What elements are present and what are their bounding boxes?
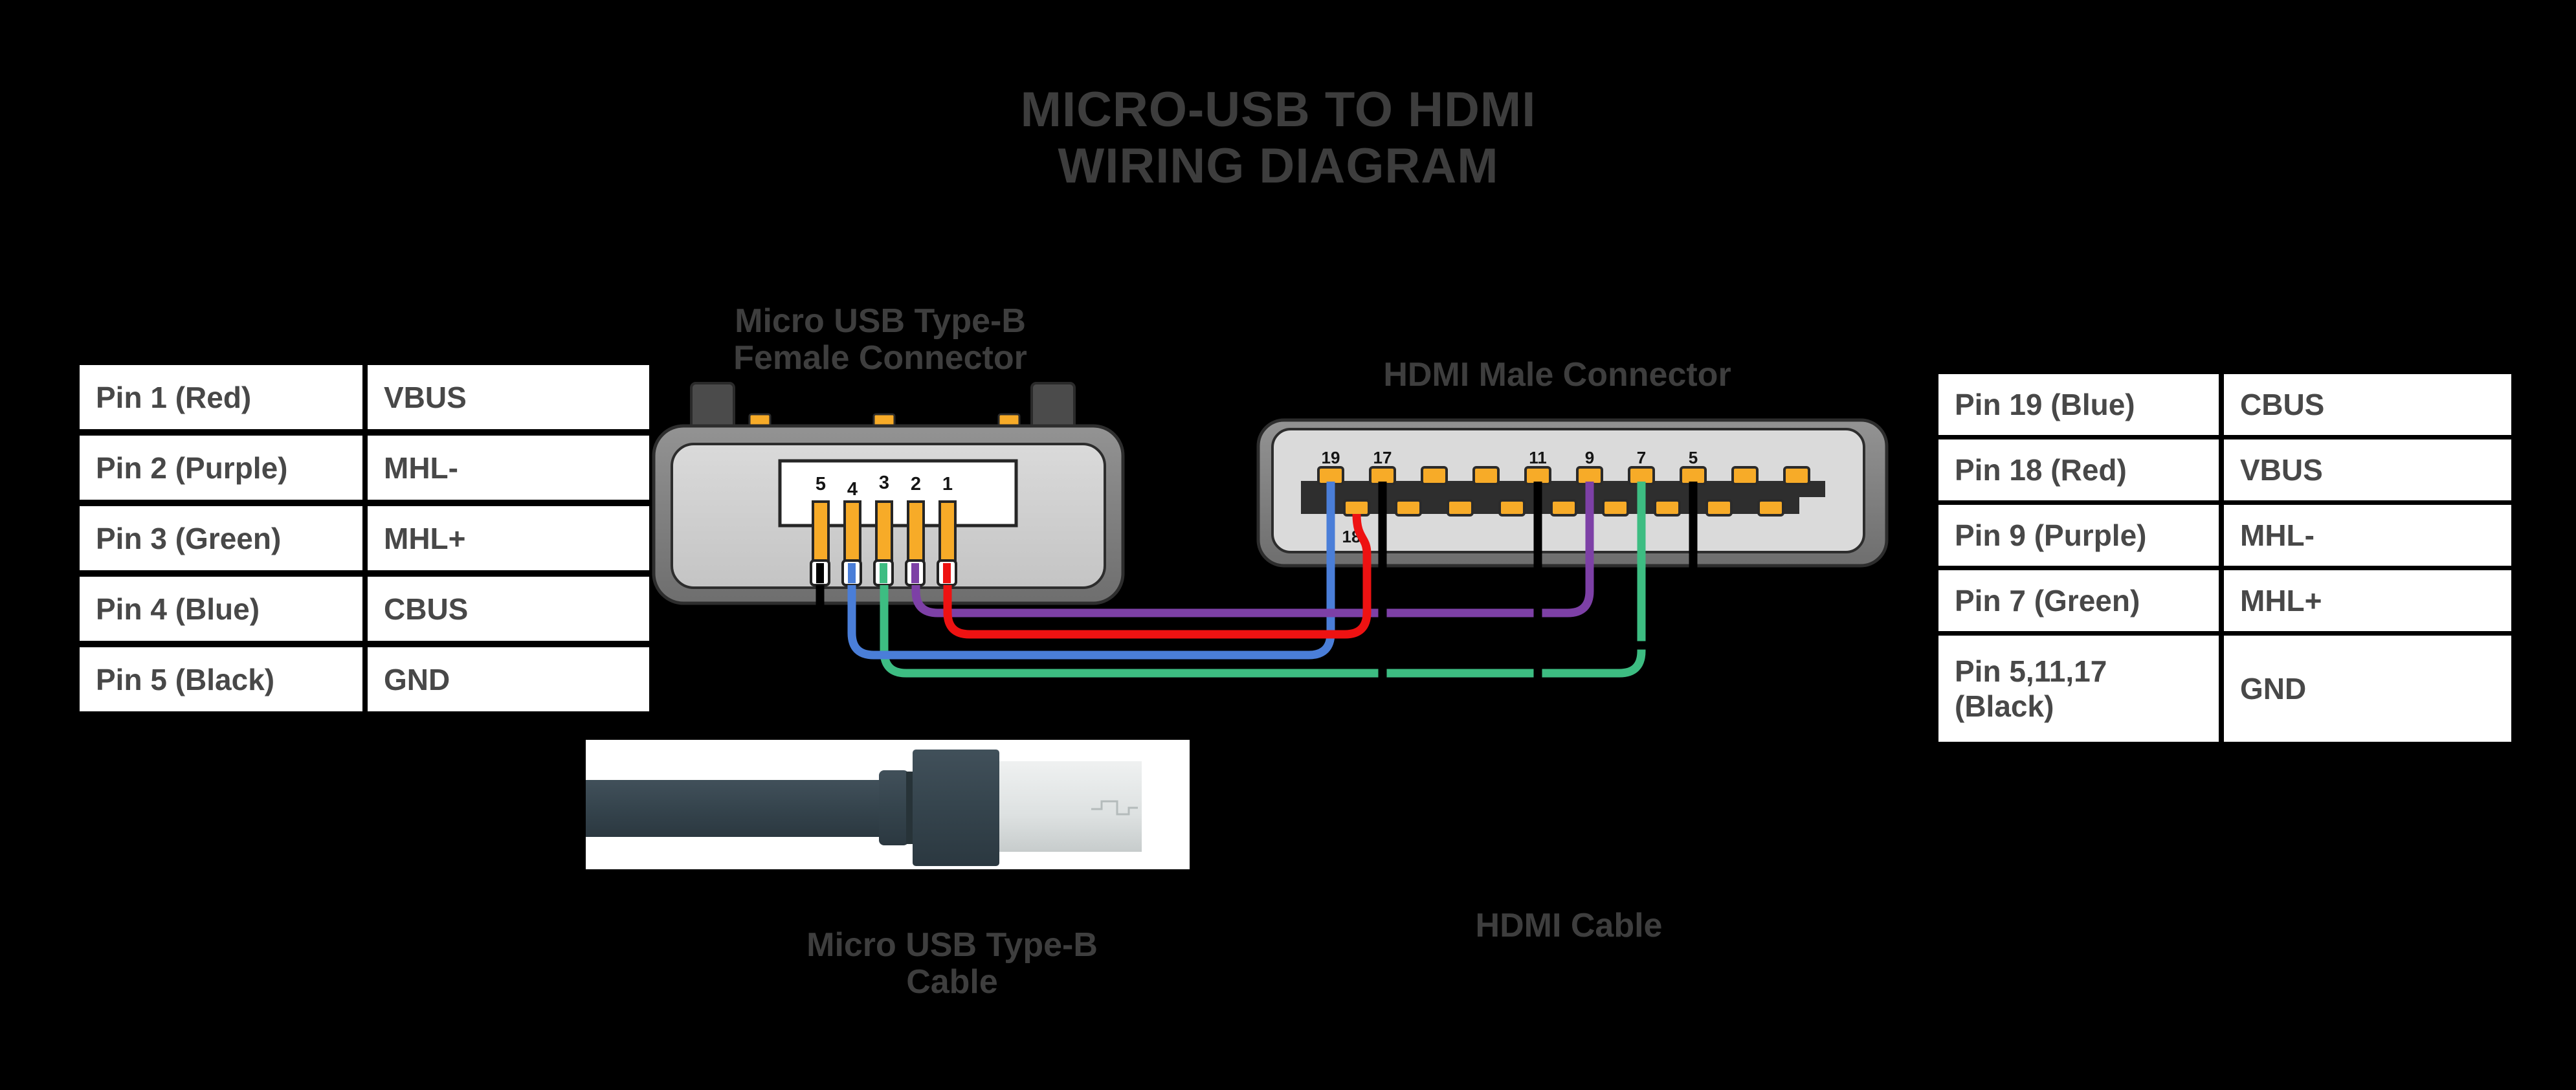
hdmi-connector-label-text: HDMI Male Connector [1383, 356, 1731, 394]
table-row: Pin 19 (Blue) CBUS [1938, 374, 2511, 435]
micro-usb-connector: 5 4 3 2 1 [652, 382, 1125, 605]
hdmi-bottom-pin-18 [1343, 499, 1370, 517]
hdmi-cable-label: HDMI Cable [1310, 907, 1828, 944]
table-row: Pin 5,11,17 (Black) GND [1938, 636, 2511, 742]
page-title-line2: WIRING DIAGRAM [1058, 139, 1499, 194]
micro-cable-label-line1: Micro USB Type-B [806, 926, 1098, 964]
hdmi-top-pin-13 [1472, 466, 1500, 485]
micro-pin-number-3: 3 [879, 473, 889, 493]
page-title: MICRO-USB TO HDMI WIRING DIAGRAM [890, 82, 1667, 194]
micro-pin-3 [875, 500, 893, 562]
signal-cell: CBUS [368, 577, 649, 641]
hdmi-bottom-pin-14 [1447, 499, 1474, 517]
signal-cell: MHL- [368, 436, 649, 500]
hdmi-bottom-pin-2 [1757, 499, 1784, 517]
hdmi-bottom-pin-8 [1602, 499, 1629, 517]
pin-cell: Pin 5 (Black) [80, 647, 362, 711]
micro-sleeve-stripe-green [880, 563, 887, 583]
pin-cell: Pin 18 (Red) [1938, 439, 2219, 500]
table-row: Pin 7 (Green) MHL+ [1938, 570, 2511, 631]
wire-mhl-minus-purple [911, 482, 1594, 617]
cable-plug-body [913, 750, 999, 866]
page-title-line1: MICRO-USB TO HDMI [1020, 82, 1537, 137]
tip-seam-detail [1091, 800, 1138, 816]
hdmi-pin-number-5: 5 [1689, 448, 1698, 467]
signal-cell: MHL- [2224, 505, 2511, 566]
cable-collar-seam [906, 772, 913, 844]
micro-pin-2 [907, 500, 925, 562]
signal-cell: MHL+ [368, 506, 649, 570]
table-row: Pin 3 (Green) MHL+ [80, 506, 649, 570]
table-row: Pin 5 (Black) GND [80, 647, 649, 711]
pin-cell: Pin 2 (Purple) [80, 436, 362, 500]
micro-usb-pinout-table: Pin 1 (Red) VBUS Pin 2 (Purple) MHL- Pin… [80, 365, 649, 711]
micro-pin-number-2: 2 [911, 474, 921, 495]
wire-gnd-black-main [816, 585, 1693, 689]
wire-vbus-red [943, 513, 1371, 639]
pin-cell: Pin 1 (Red) [80, 365, 362, 429]
micro-connector-label-line2: Female Connector [733, 339, 1027, 377]
hdmi-bottom-pin-6 [1654, 499, 1681, 517]
pin-cell: Pin 7 (Green) [1938, 570, 2219, 631]
cable-strain-relief [879, 770, 909, 845]
hdmi-bottom-pin-16 [1395, 499, 1422, 517]
hdmi-connector: 19 17 11 9 7 5 18 [1256, 418, 1889, 568]
wire-gnd-black-pin5 [1533, 482, 1698, 685]
pin-cell: Pin 4 (Blue) [80, 577, 362, 641]
signal-cell: VBUS [2224, 439, 2511, 500]
hdmi-top-pin-1 [1783, 466, 1810, 485]
micro-sleeve-stripe-blue [848, 563, 856, 583]
micro-sleeve-stripe-red [943, 563, 951, 583]
hdmi-top-pin-3 [1731, 466, 1759, 485]
micro-pin-5 [812, 500, 830, 562]
micro-pin-1 [938, 500, 957, 562]
micro-pin-number-1: 1 [942, 474, 953, 495]
hdmi-cable-label-text: HDMI Cable [1475, 907, 1663, 944]
micro-connector-label-line1: Micro USB Type-B [735, 302, 1026, 340]
hdmi-pinout-table: Pin 19 (Blue) CBUS Pin 18 (Red) VBUS Pin… [1938, 374, 2511, 742]
hdmi-pin-number-9: 9 [1585, 448, 1594, 467]
table-row: Pin 2 (Purple) MHL- [80, 436, 649, 500]
wire-bundle [816, 482, 1698, 689]
signal-cell: MHL+ [2224, 570, 2511, 631]
signal-cell: CBUS [2224, 374, 2511, 435]
micro-cable-label: Micro USB Type-B Cable [693, 927, 1211, 1001]
pin-cell: Pin 3 (Green) [80, 506, 362, 570]
pin-cell: Pin 9 (Purple) [1938, 505, 2219, 566]
table-row: Pin 4 (Blue) CBUS [80, 577, 649, 641]
micro-pin-number-4: 4 [847, 479, 858, 500]
micro-sleeve-stripe-purple [911, 563, 919, 583]
hdmi-pin-number-19: 19 [1322, 448, 1340, 467]
micro-sleeve-stripe-black [816, 563, 824, 583]
hdmi-connector-label: HDMI Male Connector [1298, 357, 1816, 394]
micro-connector-label: Micro USB Type-B Female Connector [621, 303, 1139, 377]
pin-cell: Pin 5,11,17 (Black) [1938, 636, 2219, 742]
micro-cable-label-line2: Cable [906, 963, 998, 1001]
cable-cord [586, 780, 883, 837]
table-row: Pin 9 (Purple) MHL- [1938, 505, 2511, 566]
signal-cell: GND [2224, 636, 2511, 742]
signal-cell: VBUS [368, 365, 649, 429]
table-row: Pin 1 (Red) VBUS [80, 365, 649, 429]
hdmi-top-pin-15 [1421, 466, 1448, 485]
micro-pin-4 [843, 500, 861, 562]
hdmi-bottom-pin-12 [1498, 499, 1526, 517]
pin-cell: Pin 19 (Blue) [1938, 374, 2219, 435]
wire-mhl-plus-green [880, 482, 1646, 678]
micro-pin-number-5: 5 [816, 474, 826, 495]
table-row: Pin 18 (Red) VBUS [1938, 439, 2511, 500]
hdmi-bottom-pin-4 [1705, 499, 1733, 517]
signal-cell: GND [368, 647, 649, 711]
hdmi-pin-number-7: 7 [1637, 448, 1646, 467]
hdmi-bottom-pin-10 [1550, 499, 1577, 517]
micro-usb-cable-photo [586, 740, 1190, 869]
hdmi-pin-number-11: 11 [1529, 448, 1547, 467]
hdmi-pin-number-17: 17 [1373, 448, 1392, 467]
wire-cbus-blue [847, 482, 1335, 660]
